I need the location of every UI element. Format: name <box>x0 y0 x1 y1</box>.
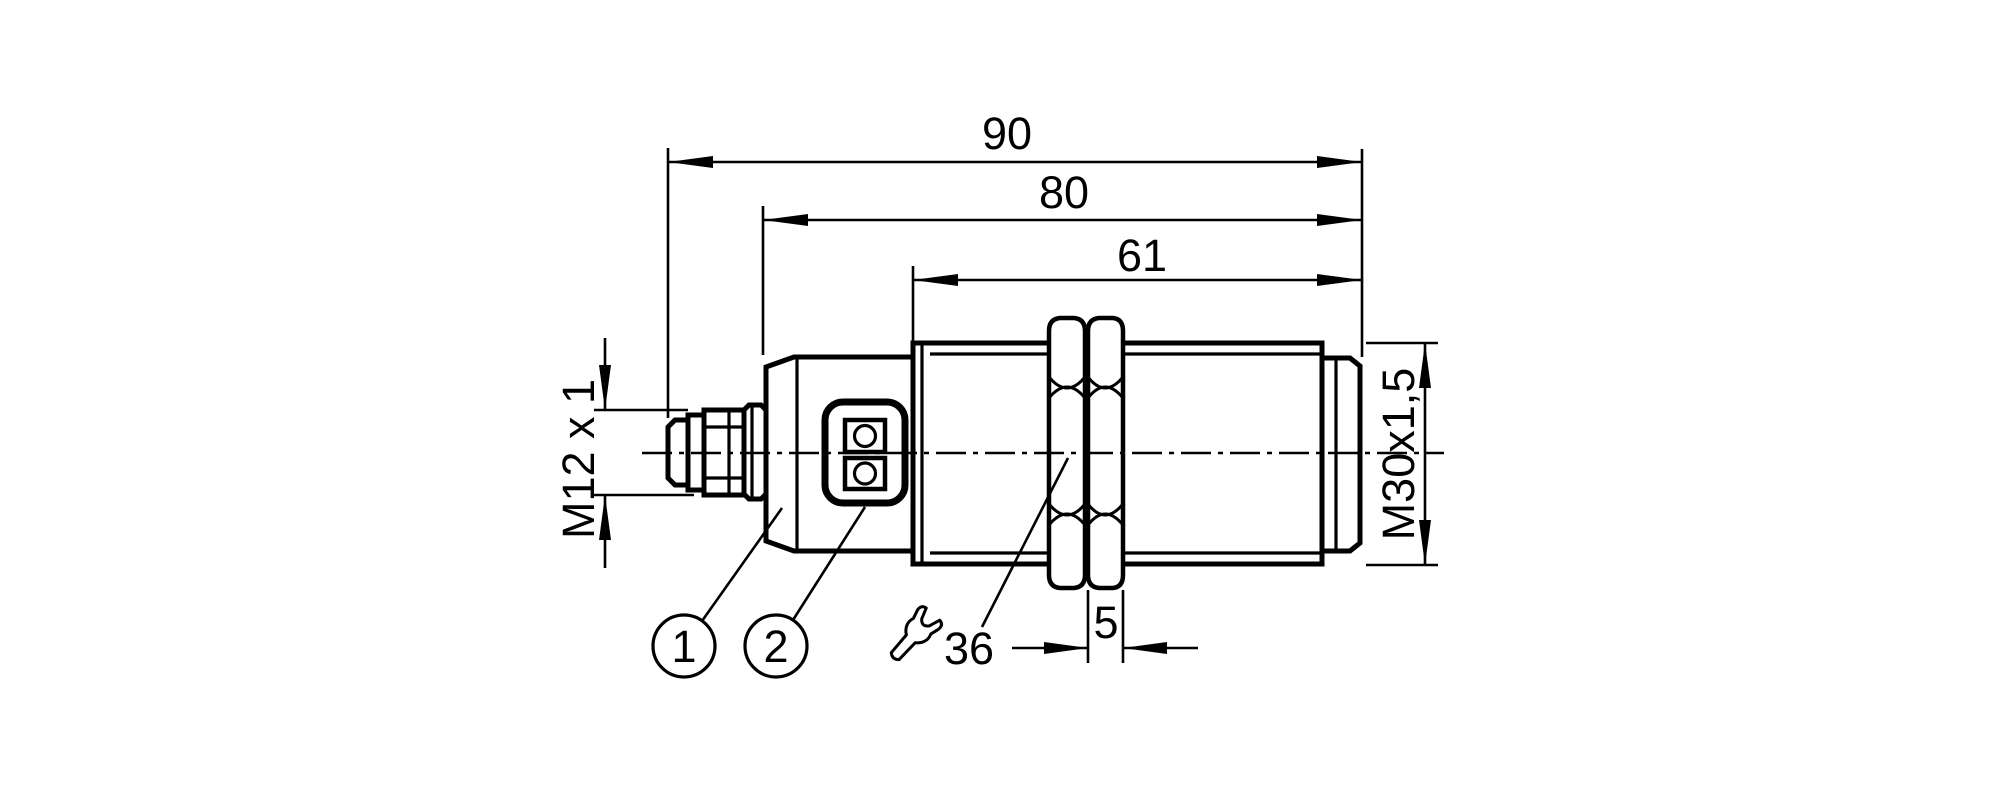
dim-90-arrow-left-icon <box>668 156 713 168</box>
callout-2-leader <box>791 506 867 621</box>
dim-80-arrow-right-icon <box>1317 214 1362 226</box>
sensing-face-cap <box>1319 355 1363 554</box>
extension-lines <box>594 148 1438 663</box>
wrench-leader <box>980 457 1070 628</box>
dim-90-arrow-right-icon <box>1317 156 1362 168</box>
dim-5-arrow-right-icon <box>1123 642 1167 654</box>
dim-connector-thread: M12 x 1 <box>553 338 611 568</box>
dim-body-length: 80 <box>763 167 1362 226</box>
wrench-size-note: 36 <box>889 457 1070 674</box>
dim-overall-length: 90 <box>668 108 1362 168</box>
cap-outline <box>1319 355 1363 554</box>
dim-m30-arrow-top-icon <box>1419 343 1431 388</box>
hex-nut <box>1046 315 1126 591</box>
callout-1-label: 1 <box>671 621 696 672</box>
dim-90-label: 90 <box>982 108 1032 159</box>
wrench-icon <box>889 605 943 662</box>
dim-61-arrow-right-icon <box>1317 274 1362 286</box>
dim-flange-width: 5 <box>1012 597 1198 654</box>
dim-61-label: 61 <box>1117 230 1167 281</box>
callout-1-circle <box>651 613 717 679</box>
hex-nut-left-facets <box>1047 376 1087 526</box>
dim-m12-arrow-bottom-icon <box>599 495 611 540</box>
callout-2-circle <box>743 613 809 679</box>
callouts: 1 2 <box>651 506 867 679</box>
callout-2-label: 2 <box>763 621 788 672</box>
wrench-size-label: 36 <box>944 623 994 674</box>
dim-80-label: 80 <box>1039 167 1089 218</box>
dim-m12-arrow-top-icon <box>599 365 611 410</box>
led-bottom-lens-icon <box>852 461 878 486</box>
dim-5-label: 5 <box>1093 597 1118 648</box>
hex-nut-right-facets <box>1086 376 1125 526</box>
dim-61-arrow-left-icon <box>913 274 958 286</box>
barrel-thread-lines <box>930 352 1322 555</box>
led-top-lens-icon <box>852 423 878 449</box>
dim-80-arrow-left-icon <box>763 214 808 226</box>
dim-5-arrow-left-icon <box>1044 642 1088 654</box>
m12-thread-label: M12 x 1 <box>553 379 604 539</box>
dim-m30-arrow-bottom-icon <box>1419 520 1431 565</box>
dim-thread-length: 61 <box>913 230 1362 286</box>
callout-1-leader <box>700 507 784 622</box>
